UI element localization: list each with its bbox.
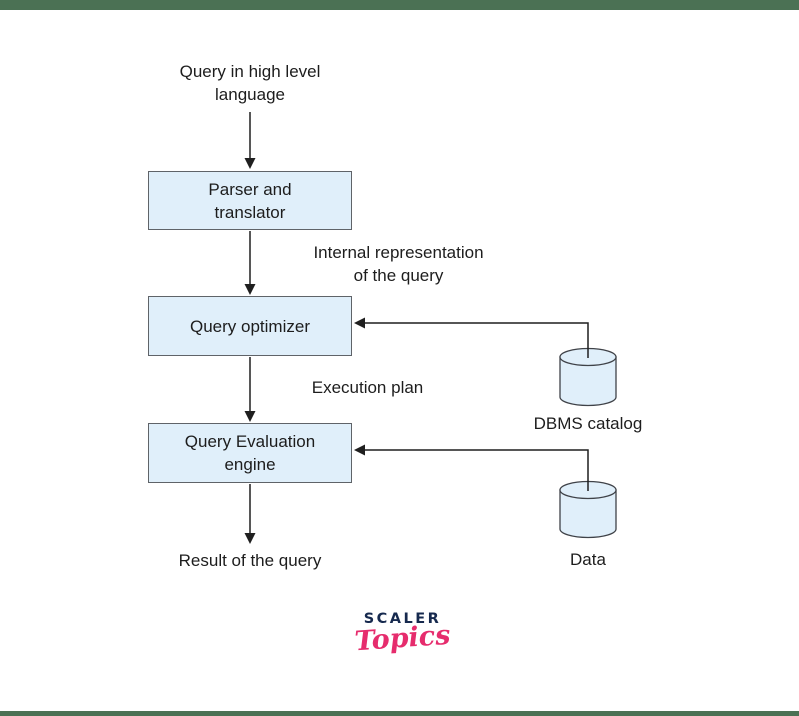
arrow-head: [244, 284, 256, 295]
cylinder-body: [559, 356, 617, 407]
arrow-head: [354, 317, 365, 329]
arrow-head: [244, 158, 256, 169]
execution-plan-label: Execution plan: [311, 378, 424, 397]
data-store-label: Data: [570, 550, 606, 569]
node-query-evaluation-engine: Query Evaluation engine: [148, 423, 352, 483]
query-input-label: Query in high level language: [179, 62, 321, 104]
arrow-parser-to-optimizer: [244, 231, 256, 295]
arrow-catalog-to-optimizer: [354, 317, 589, 358]
node-label: Query Evaluation engine: [184, 432, 316, 474]
logo-scaler-text: SCALER: [363, 611, 442, 627]
arrow-line: [365, 449, 589, 491]
arrow-query-to-parser: [244, 112, 256, 169]
arrow-head: [244, 533, 256, 544]
internal-representation-label: Internal representation of the query: [313, 243, 484, 285]
result-label: Result of the query: [178, 551, 322, 570]
dbms-catalog-label: DBMS catalog: [533, 414, 643, 433]
cylinder-body: [559, 489, 617, 539]
node-label: Parser and translator: [208, 179, 292, 222]
arrow-head: [354, 444, 365, 456]
node-parser-translator: Parser and translator: [148, 171, 352, 230]
node-query-optimizer: Query optimizer: [148, 296, 352, 356]
arrow-data-to-evaluation: [354, 444, 589, 491]
node-label: Query optimizer: [190, 316, 310, 336]
data-cylinder: [559, 480, 617, 539]
arrow-optimizer-to-evaluation: [244, 357, 256, 422]
arrow-head: [244, 411, 256, 422]
scaler-topics-logo: SCALER Topics: [330, 611, 475, 657]
arrow-line: [365, 322, 589, 358]
dbms-catalog-cylinder: [559, 347, 617, 407]
bottom-accent-bar: [0, 711, 799, 716]
top-accent-bar: [0, 0, 799, 10]
cylinder-top: [559, 347, 617, 367]
cylinder-top: [559, 480, 617, 500]
arrow-evaluation-to-result: [244, 484, 256, 544]
